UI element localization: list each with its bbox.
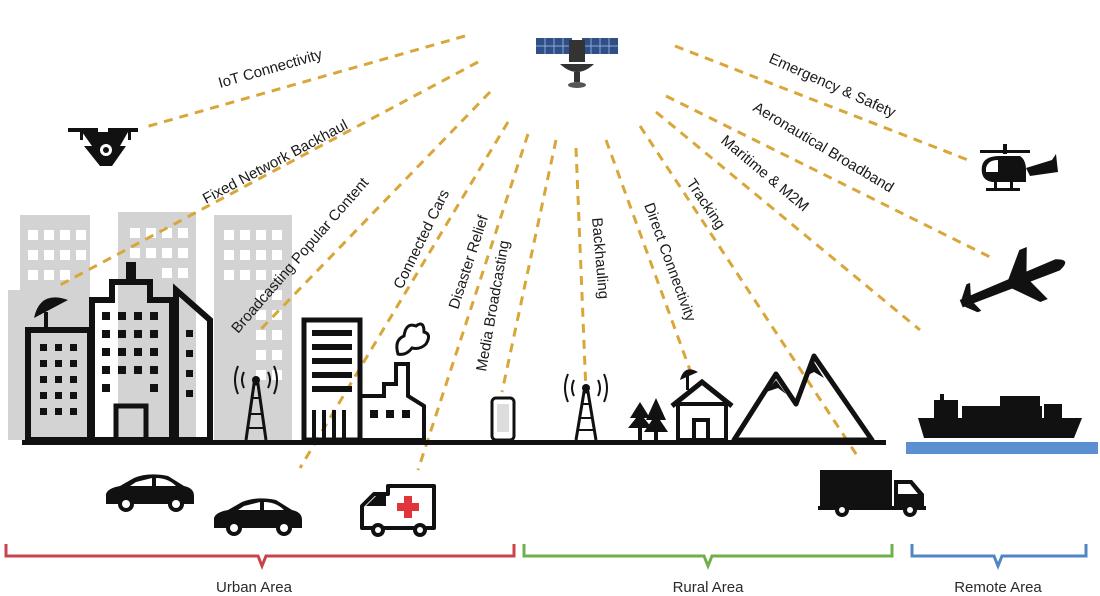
remote-area-label: Remote Area xyxy=(954,579,1042,596)
car-icon xyxy=(214,498,302,536)
trees-icon xyxy=(628,398,668,440)
airplane-icon xyxy=(959,247,1066,313)
ambulance-icon xyxy=(360,484,436,537)
helicopter-icon xyxy=(980,144,1058,191)
ground-line xyxy=(22,440,886,445)
satellite-icon xyxy=(536,38,618,88)
cell-tower-icon xyxy=(564,373,608,441)
rural-area-bracket: Rural Area xyxy=(522,544,894,596)
label-iot-connectivity: IoT Connectivity xyxy=(216,46,324,92)
urban-area-label: Urban Area xyxy=(216,579,293,596)
label-emergency-safety: Emergency & Safety xyxy=(766,50,898,121)
label-connected-cars: Connected Cars xyxy=(390,187,453,292)
remote-area-bracket: Remote Area xyxy=(910,544,1088,596)
ship-icon xyxy=(918,394,1082,438)
label-media-broadcasting: Media Broadcasting xyxy=(473,239,513,373)
label-direct-connectivity: Direct Connectivity xyxy=(640,201,699,325)
water xyxy=(906,442,1098,454)
car-icon xyxy=(106,474,194,512)
cell-tower-icon xyxy=(234,365,278,441)
drone-icon xyxy=(68,128,138,166)
background-buildings xyxy=(8,212,292,440)
rural-area-label: Rural Area xyxy=(673,579,745,596)
mobile-phone-icon xyxy=(490,396,516,442)
label-backhauling: Backhauling xyxy=(588,217,612,300)
skyscraper-icon xyxy=(25,262,213,443)
house-icon xyxy=(670,369,734,442)
mountains-icon xyxy=(731,353,875,443)
label-fixed-network-backhaul: Fixed Network Backhaul xyxy=(200,117,351,208)
factory-icon xyxy=(301,317,431,443)
truck-icon xyxy=(818,470,926,517)
urban-area-bracket: Urban Area xyxy=(4,544,516,596)
satellite-dish-icon xyxy=(34,297,68,330)
